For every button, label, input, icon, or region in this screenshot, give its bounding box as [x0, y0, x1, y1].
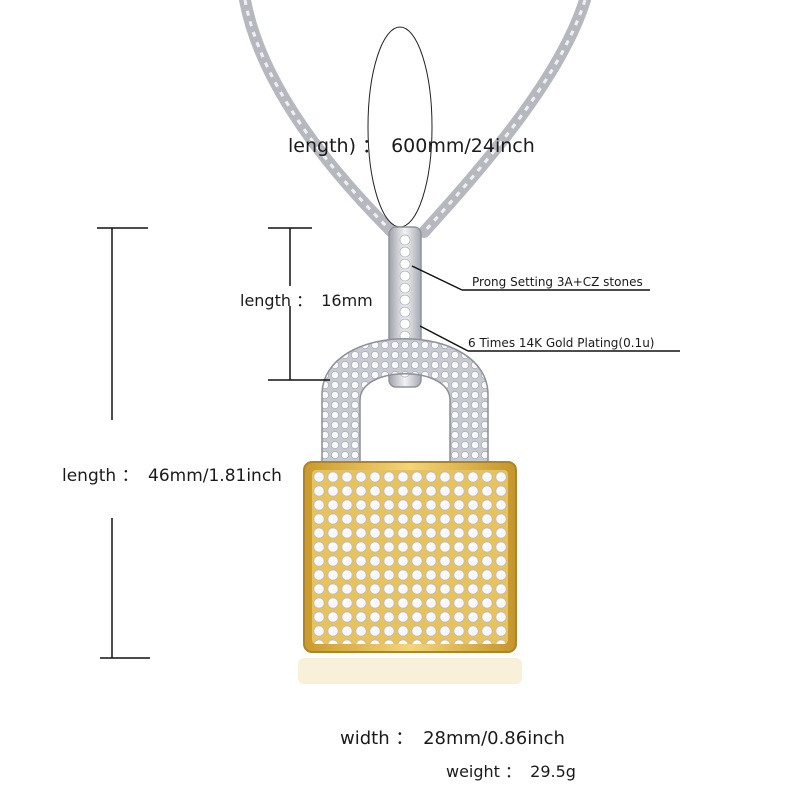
rope-chain [239, 0, 591, 238]
lock-shackle [321, 338, 489, 471]
bail-length-sep: ： [296, 291, 313, 310]
pendant-length-sep: ： [121, 466, 139, 486]
setting-callout: Prong Setting 3A+CZ stones [472, 275, 643, 289]
plating-callout: 6 Times 14K Gold Plating(0.1u) [468, 336, 655, 350]
weight-value: 29.5g [530, 762, 576, 781]
bail-length-label: length ： 16mm [240, 287, 373, 311]
bail-length-value: 16mm [321, 291, 373, 310]
width-label: width ： 28mm/0.86inch [340, 724, 565, 750]
pendant-length-key: length [62, 466, 117, 486]
chain-length-value: 600mm/24inch [391, 135, 535, 157]
weight-sep: ： [505, 762, 522, 781]
weight-label: weight ： 29.5g [446, 758, 576, 782]
width-key: width [340, 728, 390, 749]
pendant-length-label: length ： 46mm/1.81inch [62, 461, 282, 486]
width-sep: ： [395, 728, 414, 749]
pendant-length-value: 46mm/1.81inch [148, 466, 282, 486]
weight-key: weight [446, 762, 500, 781]
chain-length-oval [367, 26, 433, 228]
bail-length-key: length [240, 291, 291, 310]
chain-length-label: length) ： 600mm/24inch [288, 131, 535, 158]
dimension-lines [97, 227, 680, 659]
width-value: 28mm/0.86inch [423, 728, 565, 749]
reflection [298, 658, 522, 684]
chain-length-key: length) [288, 135, 356, 157]
chain-length-sep: ： [362, 135, 382, 157]
